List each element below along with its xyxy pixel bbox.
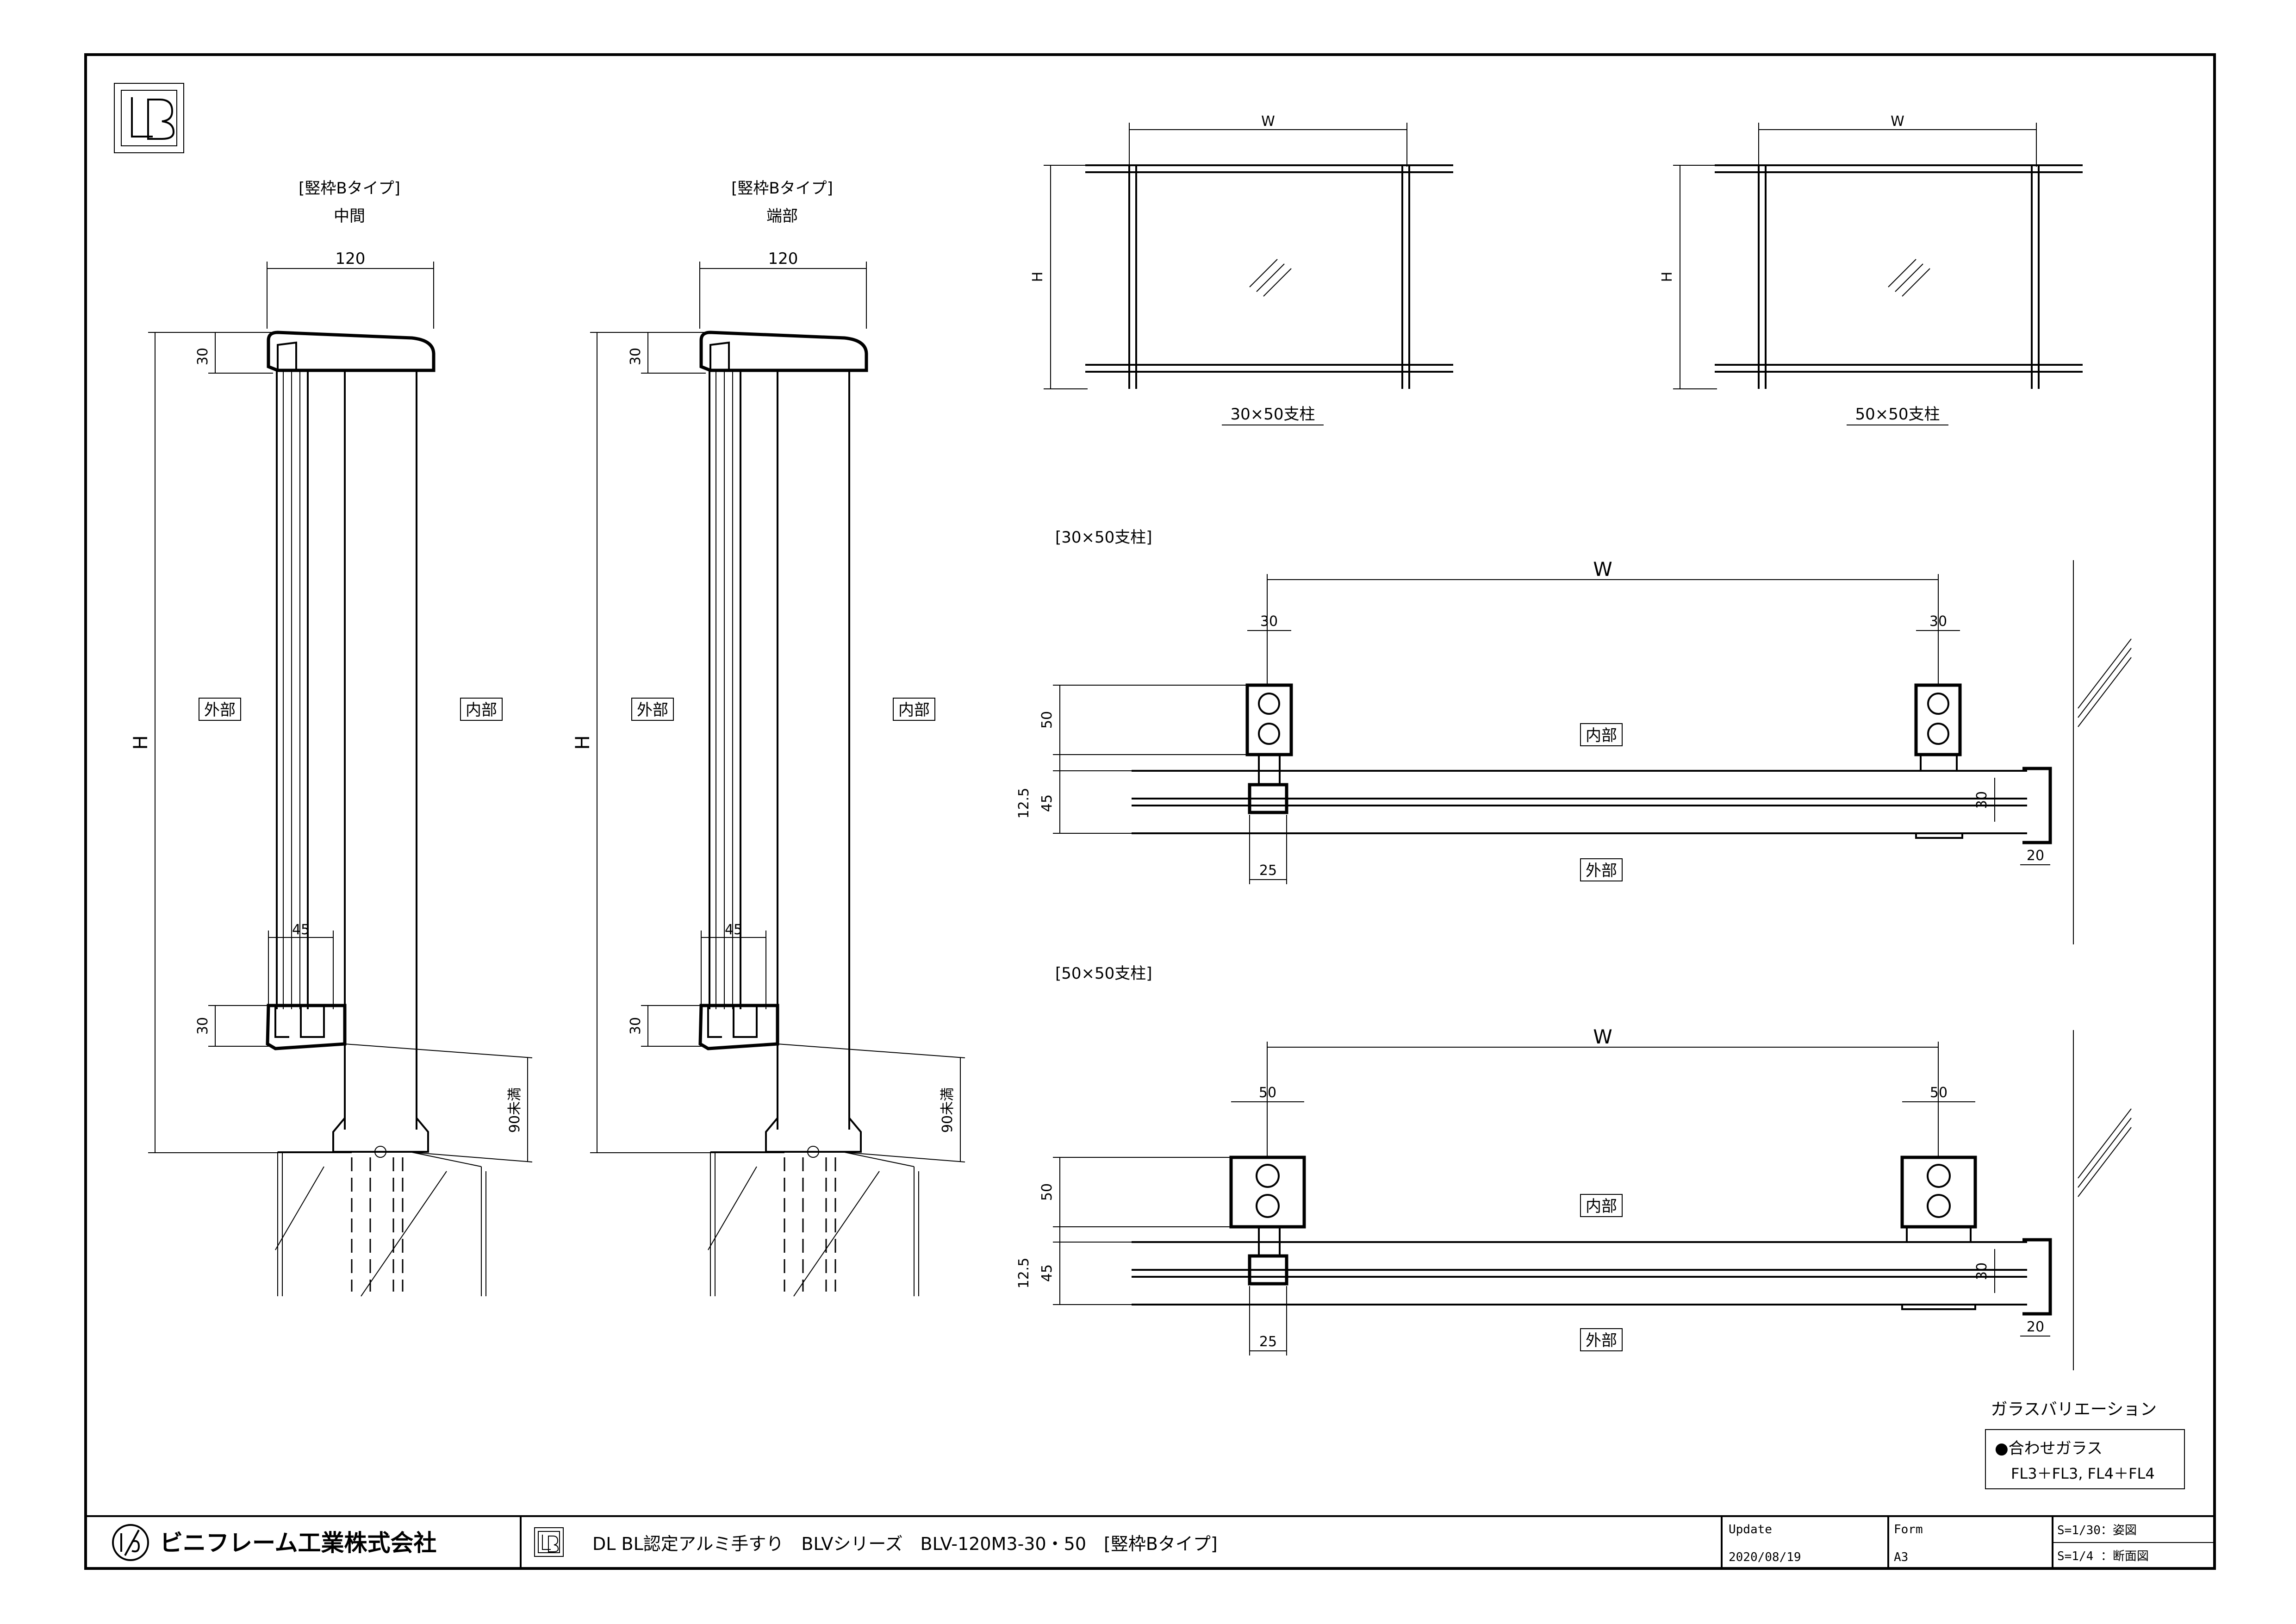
section-end-label-outside: 外部 (637, 701, 668, 719)
plan-1-dim-30-side: 30 (1974, 791, 1990, 809)
elevation-50x50: W H 50×50支柱 (1659, 113, 2083, 425)
section-end-dim-glass: 45 (725, 922, 742, 938)
plan-1-dim-25: 25 (1259, 862, 1277, 879)
section-end-type-label: [竪枠Bタイプ] (731, 179, 833, 198)
plan-1-dim-w: W (1593, 558, 1612, 581)
plan-2-dim-post-left: 50 (1259, 1085, 1276, 1101)
plan-2-dim-12-5: 12.5 (1016, 1258, 1032, 1289)
section-end-dim-top-height: 30 (628, 348, 644, 365)
plan-1-heading: [30×50支柱] (1055, 528, 1152, 547)
plan-2-dim-50: 50 (1039, 1183, 1055, 1201)
title-block: ビニフレーム工業株式会社 DL BL認定アルミ手すり BLVシリーズ BLV-1… (112, 1516, 2215, 1568)
plan-2-dim-w: W (1593, 1025, 1612, 1048)
section-middle: [竪枠Bタイプ] 中間 120 30 H 外部 内部 (129, 179, 533, 1297)
section-middle-position-label: 中間 (334, 207, 365, 225)
section-middle-dim-top-height: 30 (195, 348, 211, 365)
section-end-dim-top-width: 120 (768, 250, 798, 268)
section-end-dim-base: 90未満 (940, 1087, 956, 1133)
update-label: Update (1729, 1523, 1772, 1537)
glass-variation-item-detail: FL3＋FL3, FL4＋FL4 (2011, 1465, 2155, 1482)
section-end-position-label: 端部 (766, 207, 798, 225)
company-name: ビニフレーム工業株式会社 (160, 1530, 437, 1556)
plan-2-dim-30-side: 30 (1974, 1262, 1990, 1280)
plan-1-dim-20: 20 (2027, 848, 2044, 864)
form-value: A3 (1894, 1550, 1908, 1564)
elevation-2-dim-w: W (1891, 113, 1904, 130)
glass-variation-title: ガラスバリエーション (1991, 1400, 2157, 1419)
plan-2-dim-post-right: 50 (1930, 1085, 1948, 1101)
elevation-1-caption: 30×50支柱 (1230, 405, 1315, 424)
section-middle-label-outside: 外部 (204, 701, 236, 719)
lb-logo-icon (114, 83, 184, 153)
section-middle-dim-bottom-height: 30 (195, 1017, 211, 1035)
plan-1-dim-post-right: 30 (1929, 613, 1947, 630)
plan-2-dim-25: 25 (1259, 1334, 1277, 1350)
section-middle-dim-base: 90未満 (507, 1087, 523, 1133)
section-middle-dim-top-width: 120 (336, 250, 366, 268)
plan-30x50: [30×50支柱] W 30 30 50 12.5 45 (1016, 528, 2132, 944)
plan-2-heading: [50×50支柱] (1055, 964, 1152, 983)
company-logo-icon (112, 1524, 149, 1561)
plan-2-dim-45: 45 (1039, 1264, 1055, 1282)
plan-1-dim-45: 45 (1039, 794, 1055, 812)
plan-2-label-inside: 内部 (1586, 1197, 1617, 1216)
plan-1-label-inside: 内部 (1586, 726, 1617, 745)
drawing-title: DL BL認定アルミ手すり BLVシリーズ BLV-120M3-30・50 [竪… (592, 1534, 1218, 1554)
sheet-border (84, 53, 2216, 1570)
elevation-1-dim-w: W (1261, 113, 1275, 130)
section-end-dim-height: H (571, 735, 594, 750)
glass-variation: ガラスバリエーション ●合わせガラス FL3＋FL3, FL4＋FL4 (1985, 1400, 2185, 1489)
scale-2: S=1/4 ：断面図 (2057, 1549, 2149, 1563)
plan-1-dim-50: 50 (1039, 711, 1055, 729)
section-middle-dim-glass: 45 (292, 922, 310, 938)
form-label: Form (1894, 1523, 1923, 1537)
lb-small-logo-icon (534, 1527, 564, 1557)
plan-2-dim-20: 20 (2027, 1319, 2044, 1335)
section-end: [竪枠Bタイプ] 端部 120 30 H 外部 内部 45 (571, 179, 965, 1297)
section-end-dim-bottom-height: 30 (628, 1017, 644, 1035)
plan-50x50: [50×50支柱] W 50 50 50 12.5 45 (1016, 964, 2132, 1370)
section-middle-dim-height: H (129, 735, 152, 750)
section-end-label-inside: 内部 (898, 701, 930, 719)
plan-2-label-outside: 外部 (1586, 1331, 1617, 1350)
elevation-1-dim-h: H (1030, 272, 1046, 282)
scale-1: S=1/30：姿図 (2057, 1524, 2137, 1537)
section-middle-type-label: [竪枠Bタイプ] (299, 179, 400, 198)
elevation-2-dim-h: H (1659, 272, 1675, 282)
elevation-2-caption: 50×50支柱 (1855, 405, 1940, 424)
update-value: 2020/08/19 (1729, 1550, 1801, 1564)
plan-1-dim-post-left: 30 (1260, 613, 1278, 630)
elevation-30x50: W H 30×50支柱 (1030, 113, 1453, 425)
section-middle-label-inside: 内部 (466, 701, 497, 719)
plan-1-dim-12-5: 12.5 (1016, 788, 1032, 819)
plan-1-label-outside: 外部 (1586, 862, 1617, 880)
glass-variation-item-title: ●合わせガラス (1995, 1439, 2103, 1458)
